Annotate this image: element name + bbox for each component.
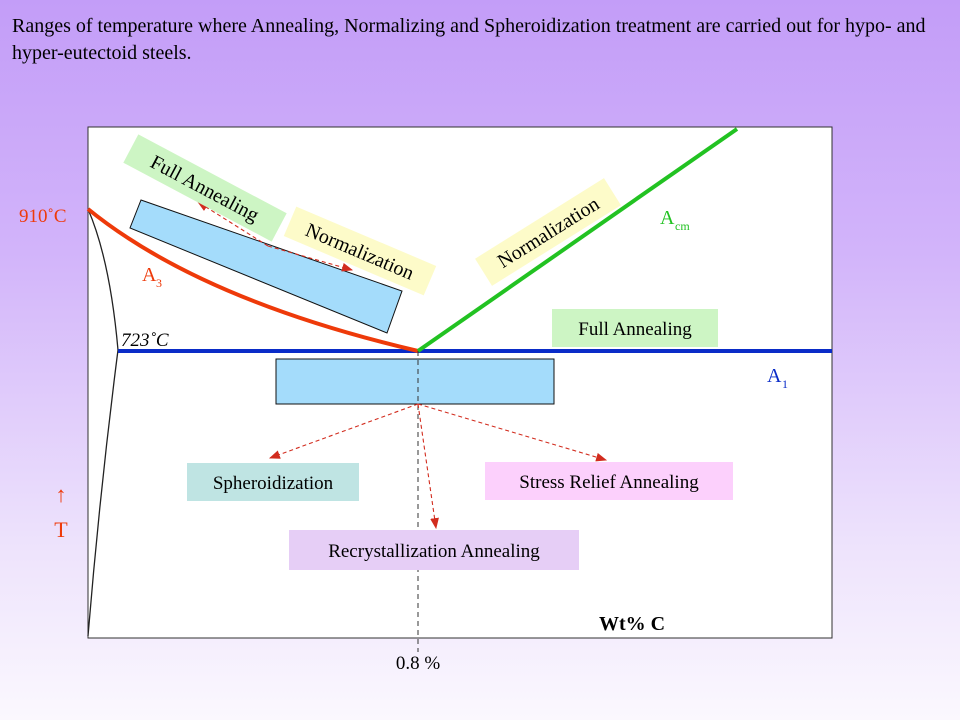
slide-title: Ranges of temperature where Annealing, N… [12, 15, 926, 64]
a3-label: A 3 [142, 264, 162, 290]
svg-text:A: A [767, 365, 782, 387]
label-full-annealing-hyper-bg [552, 309, 718, 347]
full-annealing-hyper-text: Full Annealing [578, 319, 692, 340]
svg-text:A: A [660, 207, 675, 229]
temp-723-label: 723˚C [121, 330, 169, 351]
solvus-curve-upper [87, 208, 119, 351]
acm-line [416, 127, 739, 353]
svg-text:cm: cm [675, 219, 690, 233]
recrystallization-text: Recrystallization Annealing [328, 541, 540, 562]
label-spheroidization-bg [187, 463, 359, 501]
label-stress-relief-bg [485, 462, 733, 500]
acm-label: A cm [660, 207, 690, 233]
temp-910-label: 910˚C [19, 206, 67, 227]
eutectoid-treatment-band [275, 358, 555, 405]
temperature-axis-label: T [54, 517, 68, 542]
temperature-arrow-icon: ↑ [56, 482, 67, 507]
x-axis-label: Wt% C [599, 613, 665, 635]
solvus-curve-lower [87, 349, 119, 637]
eutectoid-composition-label: 0.8 % [396, 653, 441, 674]
a3-curve [86, 207, 419, 353]
hypo-treatment-band [129, 199, 403, 334]
arrow-to-normalization [267, 245, 354, 272]
svg-text:3: 3 [156, 276, 162, 290]
label-recrystallization-bg [289, 530, 579, 570]
arrow-to-spheroidization [268, 403, 419, 459]
svg-text:1: 1 [782, 377, 788, 391]
a1-label: A 1 [767, 365, 788, 391]
stress-relief-text: Stress Relief Annealing [519, 472, 699, 493]
spheroidization-text: Spheroidization [213, 473, 334, 494]
svg-text:A: A [142, 264, 157, 286]
arrow-to-stress-relief [417, 403, 608, 462]
